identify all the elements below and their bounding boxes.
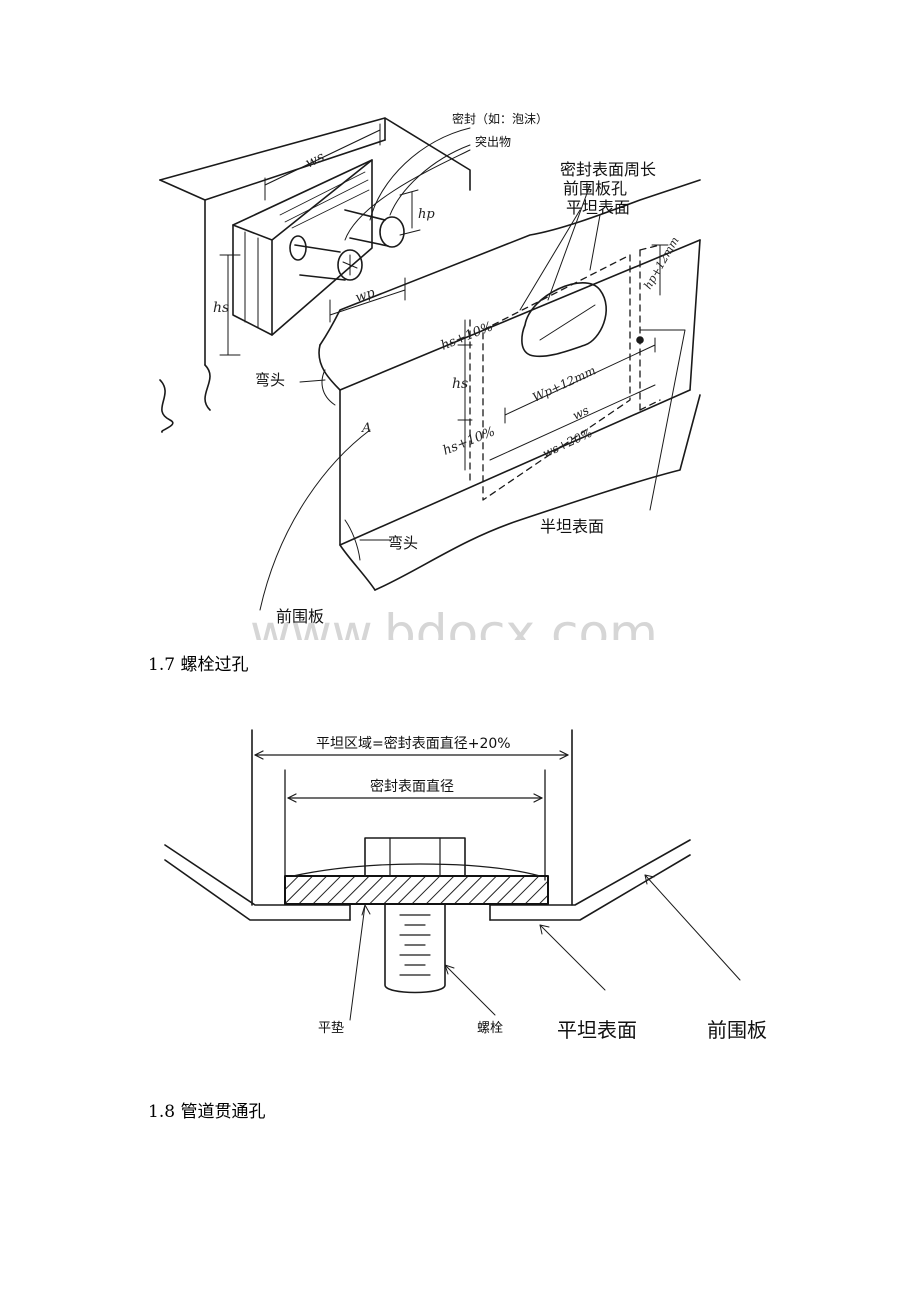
dim-wp: wp [354, 285, 378, 305]
section-heading-1-8: 1.8 管道贯通孔 [148, 1102, 266, 1122]
dim-hs-mid: hs [452, 376, 468, 392]
flat-area-formula: 平坦区域=密封表面直径+20% [316, 735, 511, 752]
label-dash-hole: 前围板孔 [563, 179, 627, 198]
label-dash-panel: 前围板 [276, 607, 324, 626]
dim-ws: ws [303, 149, 327, 172]
back-wall-outline [159, 117, 471, 191]
seal-protrusion-figure: 密封（如：泡沫） 突出物 密封表面周长 前围板孔 平坦表面 弯头 弯头 半坦表面… [159, 111, 701, 640]
dim-hs-left: hs [213, 300, 229, 316]
foam-seal-block [232, 159, 373, 336]
dim-hp: hp [418, 207, 435, 222]
mark-a: A [361, 421, 371, 436]
protrusion-cylinder-back [379, 216, 405, 248]
bolt-shank [384, 904, 446, 994]
bolt-hole-figure: 平坦区域=密封表面直径+20% 密封表面直径 平垫 螺栓 平坦表面 前围板 [164, 729, 767, 1042]
dim-ws-bottom: ws [570, 403, 591, 423]
flat-area-dashed-outline [482, 254, 631, 501]
section-heading-1-7: 1.7 螺栓过孔 [148, 655, 249, 675]
label-seal-foam: 密封（如：泡沫） [452, 111, 548, 126]
bolt-label: 螺栓 [477, 1021, 503, 1036]
label-flat-surface-top: 平坦表面 [566, 198, 630, 217]
label-seal-perimeter: 密封表面周长 [560, 160, 656, 179]
protrusion-cylinder-front [337, 249, 363, 281]
dash-panel-hole [521, 282, 607, 358]
flat-washer [284, 875, 549, 905]
flat-washer-label: 平垫 [318, 1020, 344, 1036]
seal-diameter-label: 密封表面直径 [370, 778, 454, 795]
label-bend-lower: 弯头 [388, 534, 418, 552]
dash-panel-outline [319, 179, 701, 346]
dash-panel-label: 前围板 [707, 1018, 767, 1042]
flat-surface-label: 平坦表面 [557, 1018, 637, 1042]
label-protrusion: 突出物 [475, 134, 511, 149]
label-bend-upper: 弯头 [255, 371, 285, 389]
watermark: www.bdocx.com [250, 604, 658, 640]
bolt-head [364, 837, 466, 877]
label-flat-surface-right: 半坦表面 [540, 517, 604, 536]
